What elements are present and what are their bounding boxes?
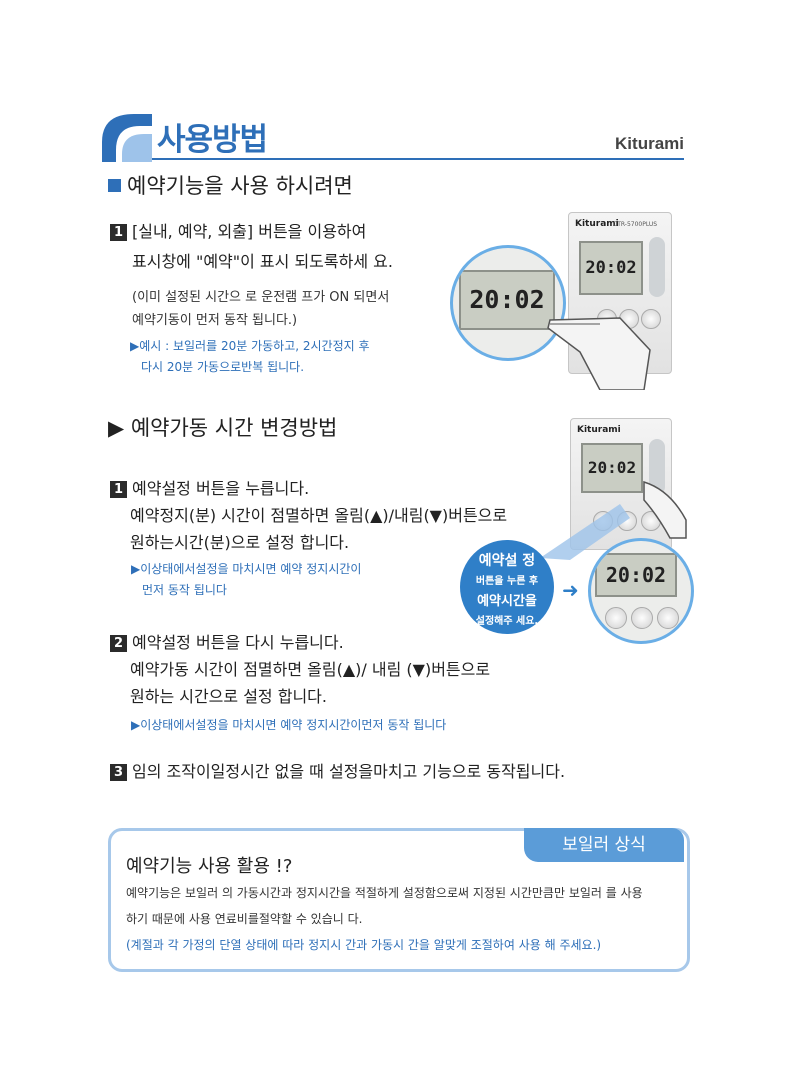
- step-number-badge: 1: [110, 224, 127, 241]
- s1-step1-line2: 표시창에 "예약"이 표시 되도록하세 요.: [132, 252, 393, 271]
- info-line1: 예약기능은 보일러 의 가동시간과 정지시간을 적절하게 설정함으로써 지정된 …: [126, 886, 643, 900]
- section1-title-text: 예약기능을 사용 하시려면: [127, 174, 353, 198]
- callout-connector: [540, 504, 630, 560]
- header-logo-mark: [102, 114, 152, 162]
- info-tab: 보일러 상식: [524, 828, 684, 862]
- s2-step2-line2: 예약가동 시간이 점멸하면 올림(▲)/ 내림 (▼)버튼으로: [130, 660, 491, 679]
- s2-step1-note2: 먼저 동작 됩니다: [142, 583, 227, 597]
- s2-step2-note: ▶이상태에서설정을 마치시면 예약 정지시간이먼저 동작 됩니다: [131, 718, 447, 732]
- zoom-circle-2: 20:02: [588, 538, 694, 644]
- device-lcd: 20:02: [581, 443, 643, 493]
- brand-logo: Kiturami: [615, 134, 684, 153]
- pointing-hand-icon: [643, 480, 687, 539]
- device-brand: Kiturami: [577, 425, 621, 435]
- callout-line3: 예약시간을: [477, 594, 537, 609]
- page-title: 사용방법: [157, 122, 268, 158]
- callout-line4: 설정해주 세요.: [475, 616, 539, 627]
- square-bullet-icon: [108, 179, 121, 192]
- arrow-right-icon: ➜: [562, 578, 579, 602]
- s2-step2-line3: 원하는 시간으로 설정 합니다.: [130, 687, 327, 706]
- s2-step2-line1: 2 예약설정 버튼을 다시 누릅니다.: [110, 633, 344, 652]
- step-number-badge: 2: [110, 635, 127, 652]
- device-button: [605, 607, 627, 629]
- device-model: CTR-5700PLUS: [613, 221, 658, 228]
- info-title: 예약기능 사용 활용 !?: [126, 856, 293, 877]
- section2-title: ▶ 예약가동 시간 변경방법: [108, 416, 338, 440]
- s2-step1-line2: 예약정지(분) 시간이 점멸하면 올림(▲)/내림(▼)버튼으로: [130, 506, 508, 525]
- s2-step2-text1: 예약설정 버튼을 다시 누릅니다.: [132, 633, 344, 652]
- s2-step1-line3: 원하는시간(분)으로 설정 합니다.: [130, 533, 350, 552]
- pointing-hand-icon: [547, 317, 651, 390]
- zoom-lcd: 20:02: [595, 553, 677, 597]
- s1-note-line2: 다시 20분 가동으로반복 됩니다.: [141, 360, 305, 374]
- callout-line2: 버튼을 누른 후: [475, 576, 539, 587]
- s2-step1-line1: 1 예약설정 버튼을 누릅니다.: [110, 479, 309, 498]
- updown-rocker: [649, 237, 665, 297]
- s2-step1-note1: ▶이상태에서설정을 마치시면 예약 정지시간이: [131, 562, 362, 576]
- device-lcd: 20:02: [579, 241, 643, 295]
- device-button: [631, 607, 653, 629]
- device-button: [641, 309, 661, 329]
- s2-step3-text: 임의 조작이일정시간 없을 때 설정을마치고 기능으로 동작됩니다.: [132, 762, 566, 781]
- title-underline: [152, 158, 684, 160]
- s1-step1-line1: 1 [실내, 예약, 외출] 버튼을 이용하여: [110, 222, 366, 241]
- s1-paren-line2: 예약기동이 먼저 동작 됩니다.): [132, 313, 298, 328]
- info-line2: 하기 때문에 사용 연료비를절약할 수 있습니 다.: [126, 912, 363, 926]
- device-brand: Kiturami: [575, 219, 619, 229]
- updown-rocker: [649, 439, 665, 495]
- zoom-lcd: 20:02: [459, 270, 555, 330]
- step-number-badge: 3: [110, 764, 127, 781]
- s1-paren-line1: (이미 설정된 시간으 로 운전램 프가 ON 되면서: [132, 290, 390, 305]
- s1-step1-text1: [실내, 예약, 외출] 버튼을 이용하여: [132, 222, 367, 241]
- s1-note-line1: ▶예시 : 보일러를 20분 가동하고, 2시간정지 후: [130, 339, 370, 353]
- section1-title: 예약기능을 사용 하시려면: [108, 170, 353, 200]
- s2-step1-text1: 예약설정 버튼을 누릅니다.: [132, 479, 310, 498]
- instruction-callout: 예약설 정 버튼을 누른 후 예약시간을 설정해주 세요.: [460, 540, 554, 634]
- s2-step3-line: 3 임의 조작이일정시간 없을 때 설정을마치고 기능으로 동작됩니다.: [110, 762, 565, 781]
- device-button: [657, 607, 679, 629]
- step-number-badge: 1: [110, 481, 127, 498]
- zoom-circle-1: 20:02: [450, 245, 566, 361]
- callout-line1: 예약설 정: [478, 553, 536, 569]
- info-line3: (계절과 각 가정의 단열 상태에 따라 정지시 간과 가동시 간을 알맞게 조…: [126, 938, 602, 952]
